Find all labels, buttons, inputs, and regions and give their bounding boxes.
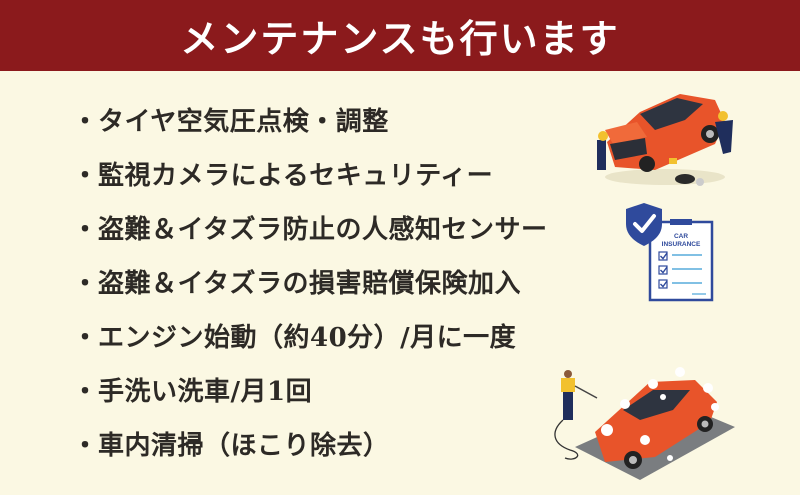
list-item-label: 監視カメラによるセキュリティー: [98, 160, 494, 191]
bullet: ・: [72, 106, 99, 137]
bullet: ・: [72, 322, 99, 353]
list-item: ・盗難＆イタズラの損害賠償保険加入: [72, 254, 547, 308]
car-hood: [605, 122, 647, 144]
insurance-heading-2: INSURANCE: [662, 241, 701, 248]
car-windows: [640, 98, 703, 130]
mechanic-right: [715, 120, 733, 154]
mechanic-left: [597, 140, 606, 170]
washer-person: [563, 390, 573, 420]
list-item-label: 盗難＆イタズラ防止の人感知センサー: [98, 214, 548, 245]
bullet: ・: [72, 160, 99, 191]
maintenance-list: ・タイヤ空気圧点検・調整 ・監視カメラによるセキュリティー ・盗難＆イタズラ防止…: [72, 92, 547, 470]
hose: [554, 419, 579, 460]
shadow: [605, 169, 725, 185]
rim: [696, 178, 704, 186]
insurance-heading-1: CAR: [674, 233, 688, 240]
check-icon: [660, 266, 668, 274]
bullet: ・: [72, 268, 99, 299]
car-body: [595, 380, 717, 462]
list-item: ・監視カメラによるセキュリティー: [72, 146, 547, 200]
car-wash-illustration: [554, 367, 735, 480]
checklist: [658, 251, 706, 295]
list-item: ・盗難＆イタズラ防止の人感知センサー: [72, 200, 547, 254]
list-item-label: 車内清掃（ほこり除去）: [98, 430, 390, 461]
title-banner: メンテナンスも行います: [0, 0, 800, 71]
shield-icon: [626, 203, 662, 246]
car-repair-illustration: [597, 94, 733, 186]
bullet: ・: [72, 376, 99, 407]
bullet: ・: [72, 430, 99, 461]
clipboard-clip: [670, 219, 692, 225]
page-title: メンテナンスも行います: [180, 16, 620, 61]
list-item: ・タイヤ空気圧点検・調整: [72, 92, 547, 146]
list-item-label: 盗難＆イタズラの損害賠償保険加入: [98, 268, 521, 299]
car-insurance-illustration: CAR INSURANCE: [626, 203, 714, 302]
pressure-washer-wand: [574, 385, 598, 399]
check-icon: [660, 252, 668, 260]
car-windows: [623, 390, 690, 420]
jack: [669, 158, 677, 164]
list-item-label: 手洗い洗車/月1回: [98, 376, 313, 407]
check-icon: [633, 214, 656, 233]
list-item-label: タイヤ空気圧点検・調整: [98, 106, 389, 137]
wheel: [639, 156, 655, 172]
soap-foam: [601, 367, 719, 461]
bullet: ・: [72, 214, 99, 245]
check-icon: [660, 280, 668, 288]
list-item: ・手洗い洗車/月1回: [72, 362, 547, 416]
list-item: ・車内清掃（ほこり除去）: [72, 416, 547, 470]
engine-bay: [610, 138, 647, 160]
list-item: ・エンジン始動（約40分）/月に一度: [72, 308, 547, 362]
spare-tire: [675, 174, 695, 184]
list-item-label: エンジン始動（約40分）/月に一度: [98, 322, 517, 353]
